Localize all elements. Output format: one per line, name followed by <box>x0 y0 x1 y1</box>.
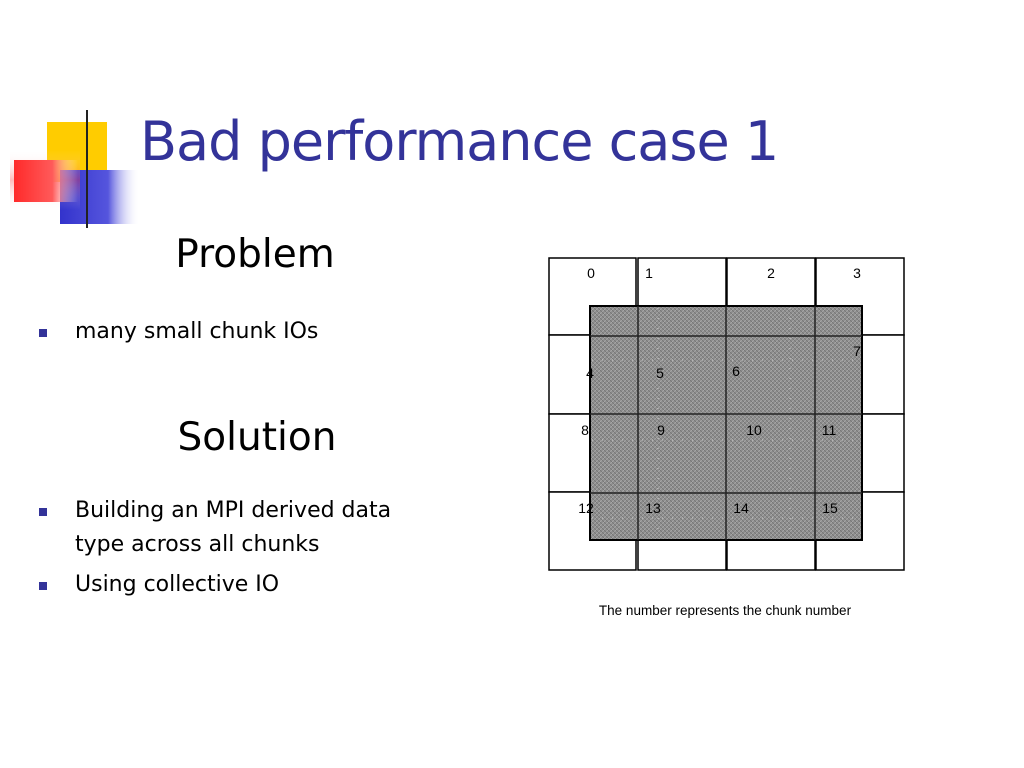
problem-heading: Problem <box>175 232 335 277</box>
slide-title: Bad performance case 1 <box>140 110 779 173</box>
solution-bullet-item: Using collective IO <box>35 568 445 602</box>
deco-red-square <box>14 160 78 202</box>
chunk-label-15: 15 <box>822 500 838 516</box>
problem-bullet-text: many small chunk IOs <box>75 319 319 344</box>
solution-bullet-text: Building an MPI derived data type across… <box>75 498 392 557</box>
chunk-label-6: 6 <box>732 363 740 379</box>
problem-bullet-list: many small chunk IOs <box>35 315 445 355</box>
chunk-label-13: 13 <box>645 500 661 516</box>
diagram-caption: The number represents the chunk number <box>598 603 852 618</box>
chunk-grid-diagram: 0 1 2 3 4 5 6 7 8 9 10 11 12 13 14 15 <box>548 257 905 571</box>
chunk-label-7: 7 <box>853 343 861 359</box>
chunk-label-12: 12 <box>578 500 594 516</box>
chunk-label-9: 9 <box>657 422 665 438</box>
solution-bullet-text: Using collective IO <box>75 572 280 597</box>
chunk-label-4: 4 <box>586 365 594 381</box>
solution-heading: Solution <box>177 415 337 460</box>
solution-bullet-list: Building an MPI derived data type across… <box>35 494 445 608</box>
chunk-label-2: 2 <box>767 265 775 281</box>
square-bullet-icon <box>39 508 47 516</box>
solution-bullet-item: Building an MPI derived data type across… <box>35 494 445 562</box>
chunk-label-0: 0 <box>587 265 595 281</box>
chunk-label-11: 11 <box>822 422 837 438</box>
problem-bullet-item: many small chunk IOs <box>35 315 445 349</box>
chunk-label-1: 1 <box>645 265 653 281</box>
access-region-lines <box>590 306 862 540</box>
chunk-label-8: 8 <box>581 422 589 438</box>
square-bullet-icon <box>39 329 47 337</box>
chunk-label-10: 10 <box>746 422 762 438</box>
square-bullet-icon <box>39 582 47 590</box>
chunk-label-5: 5 <box>656 365 664 381</box>
chunk-label-3: 3 <box>853 265 861 281</box>
chunk-label-14: 14 <box>733 500 749 516</box>
chunk-labels: 0 1 2 3 4 5 6 7 8 9 10 11 12 13 14 15 <box>578 265 861 516</box>
